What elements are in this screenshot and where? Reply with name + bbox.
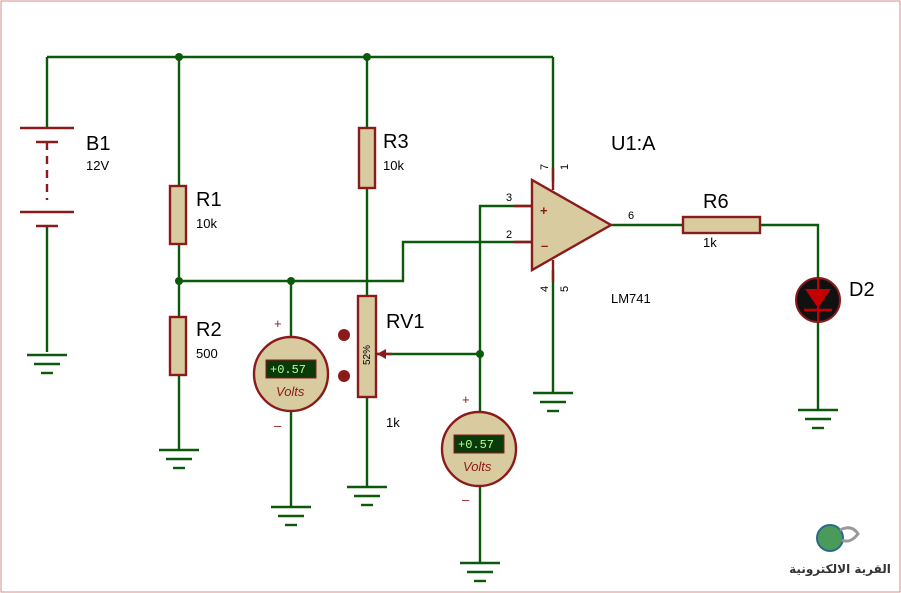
- r3-value: 10k: [383, 158, 404, 173]
- b1-ref: B1: [86, 133, 110, 155]
- right-meter-unit: Volts: [463, 459, 492, 474]
- r2-ref: R2: [196, 319, 222, 341]
- ground-icon: [27, 353, 67, 375]
- ground-icon: [347, 485, 387, 507]
- wires: [45, 55, 820, 563]
- pin-2: 2: [506, 229, 512, 241]
- resistor-r3[interactable]: R3 10k: [357, 126, 409, 190]
- resistor-r2[interactable]: R2 500: [168, 315, 222, 377]
- left-meter-plus: +: [274, 316, 282, 331]
- r2-value: 500: [196, 346, 218, 361]
- right-meter-plus: +: [462, 392, 470, 407]
- rv1-decrease-button[interactable]: [338, 370, 350, 382]
- voltmeter-left[interactable]: +0.57 Volts + –: [252, 316, 330, 433]
- rv1-ref: RV1: [386, 311, 425, 333]
- globe-icon: [816, 524, 844, 552]
- r1-ref: R1: [196, 189, 222, 211]
- r6-ref: R6: [703, 191, 729, 213]
- rv1-increase-button[interactable]: [338, 329, 350, 341]
- wrench-icon: [839, 526, 860, 543]
- left-meter-reading: +0.57: [270, 363, 306, 377]
- ground-icon: [271, 505, 311, 527]
- pin-1: 1: [559, 164, 571, 170]
- ground-icon: [460, 561, 500, 583]
- opamp-u1[interactable]: + – 7 1 3 2 6 4 5 U1:A LM741: [506, 133, 656, 306]
- potentiometer-rv1[interactable]: 52% RV1 1k: [338, 294, 425, 430]
- ground-icon: [159, 448, 199, 470]
- d2-ref: D2: [849, 279, 875, 301]
- opamp-noninv-sign: +: [540, 203, 548, 218]
- rv1-value: 1k: [386, 415, 400, 430]
- site-logo: [816, 524, 860, 552]
- opamp-inv-sign: –: [541, 238, 548, 253]
- pin-6: 6: [628, 210, 634, 222]
- ground-icon: [798, 408, 838, 430]
- pin-3: 3: [506, 192, 512, 204]
- pin-7: 7: [539, 164, 551, 170]
- battery-b1[interactable]: B1 12V: [20, 126, 110, 228]
- u1-ref: U1:A: [611, 133, 656, 155]
- u1-part: LM741: [611, 291, 651, 306]
- b1-value: 12V: [86, 158, 109, 173]
- junctions: [175, 53, 484, 358]
- r6-value: 1k: [703, 235, 717, 250]
- resistor-r1[interactable]: R1 10k: [168, 184, 222, 246]
- left-meter-unit: Volts: [276, 384, 305, 399]
- pin-5: 5: [559, 286, 571, 292]
- voltmeter-right[interactable]: +0.57 Volts + –: [440, 392, 518, 507]
- logo-text: القرية الالكترونية: [789, 562, 891, 576]
- ground-icon: [533, 391, 573, 413]
- right-meter-minus: –: [462, 492, 470, 507]
- r1-value: 10k: [196, 216, 217, 231]
- ground-symbols: [27, 353, 838, 583]
- pin-4: 4: [539, 286, 551, 292]
- resistor-r6[interactable]: R6 1k: [681, 191, 762, 250]
- led-d2[interactable]: D2: [795, 277, 875, 323]
- right-meter-reading: +0.57: [458, 438, 494, 452]
- rv1-wiper-percent: 52%: [362, 345, 373, 365]
- r3-ref: R3: [383, 131, 409, 153]
- left-meter-minus: –: [274, 418, 282, 433]
